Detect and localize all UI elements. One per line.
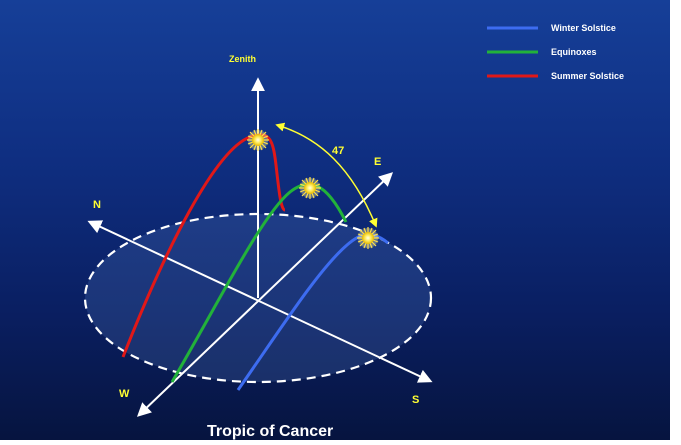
diagram-slide: Zenith N E W S 47 Winter Solstice Equino… [0, 0, 670, 440]
legend-label-summer: Summer Solstice [551, 71, 624, 81]
north-label: N [93, 199, 101, 211]
west-label: W [119, 388, 130, 400]
legend: Winter Solstice Equinoxes Summer Solstic… [487, 23, 624, 81]
angle-label: 47 [332, 145, 344, 157]
zenith-label: Zenith [229, 54, 256, 64]
angle-arrow [275, 122, 378, 228]
east-label: E [374, 156, 381, 168]
diagram-title: Tropic of Cancer [207, 423, 333, 440]
sun-path-diagram: Zenith N E W S 47 Winter Solstice Equino… [85, 23, 624, 440]
legend-label-equinox: Equinoxes [551, 47, 597, 57]
sun-icon [247, 129, 269, 151]
sun-icon [299, 177, 321, 199]
sun-icon [357, 227, 379, 249]
south-label: S [412, 394, 419, 406]
legend-label-winter: Winter Solstice [551, 23, 616, 33]
